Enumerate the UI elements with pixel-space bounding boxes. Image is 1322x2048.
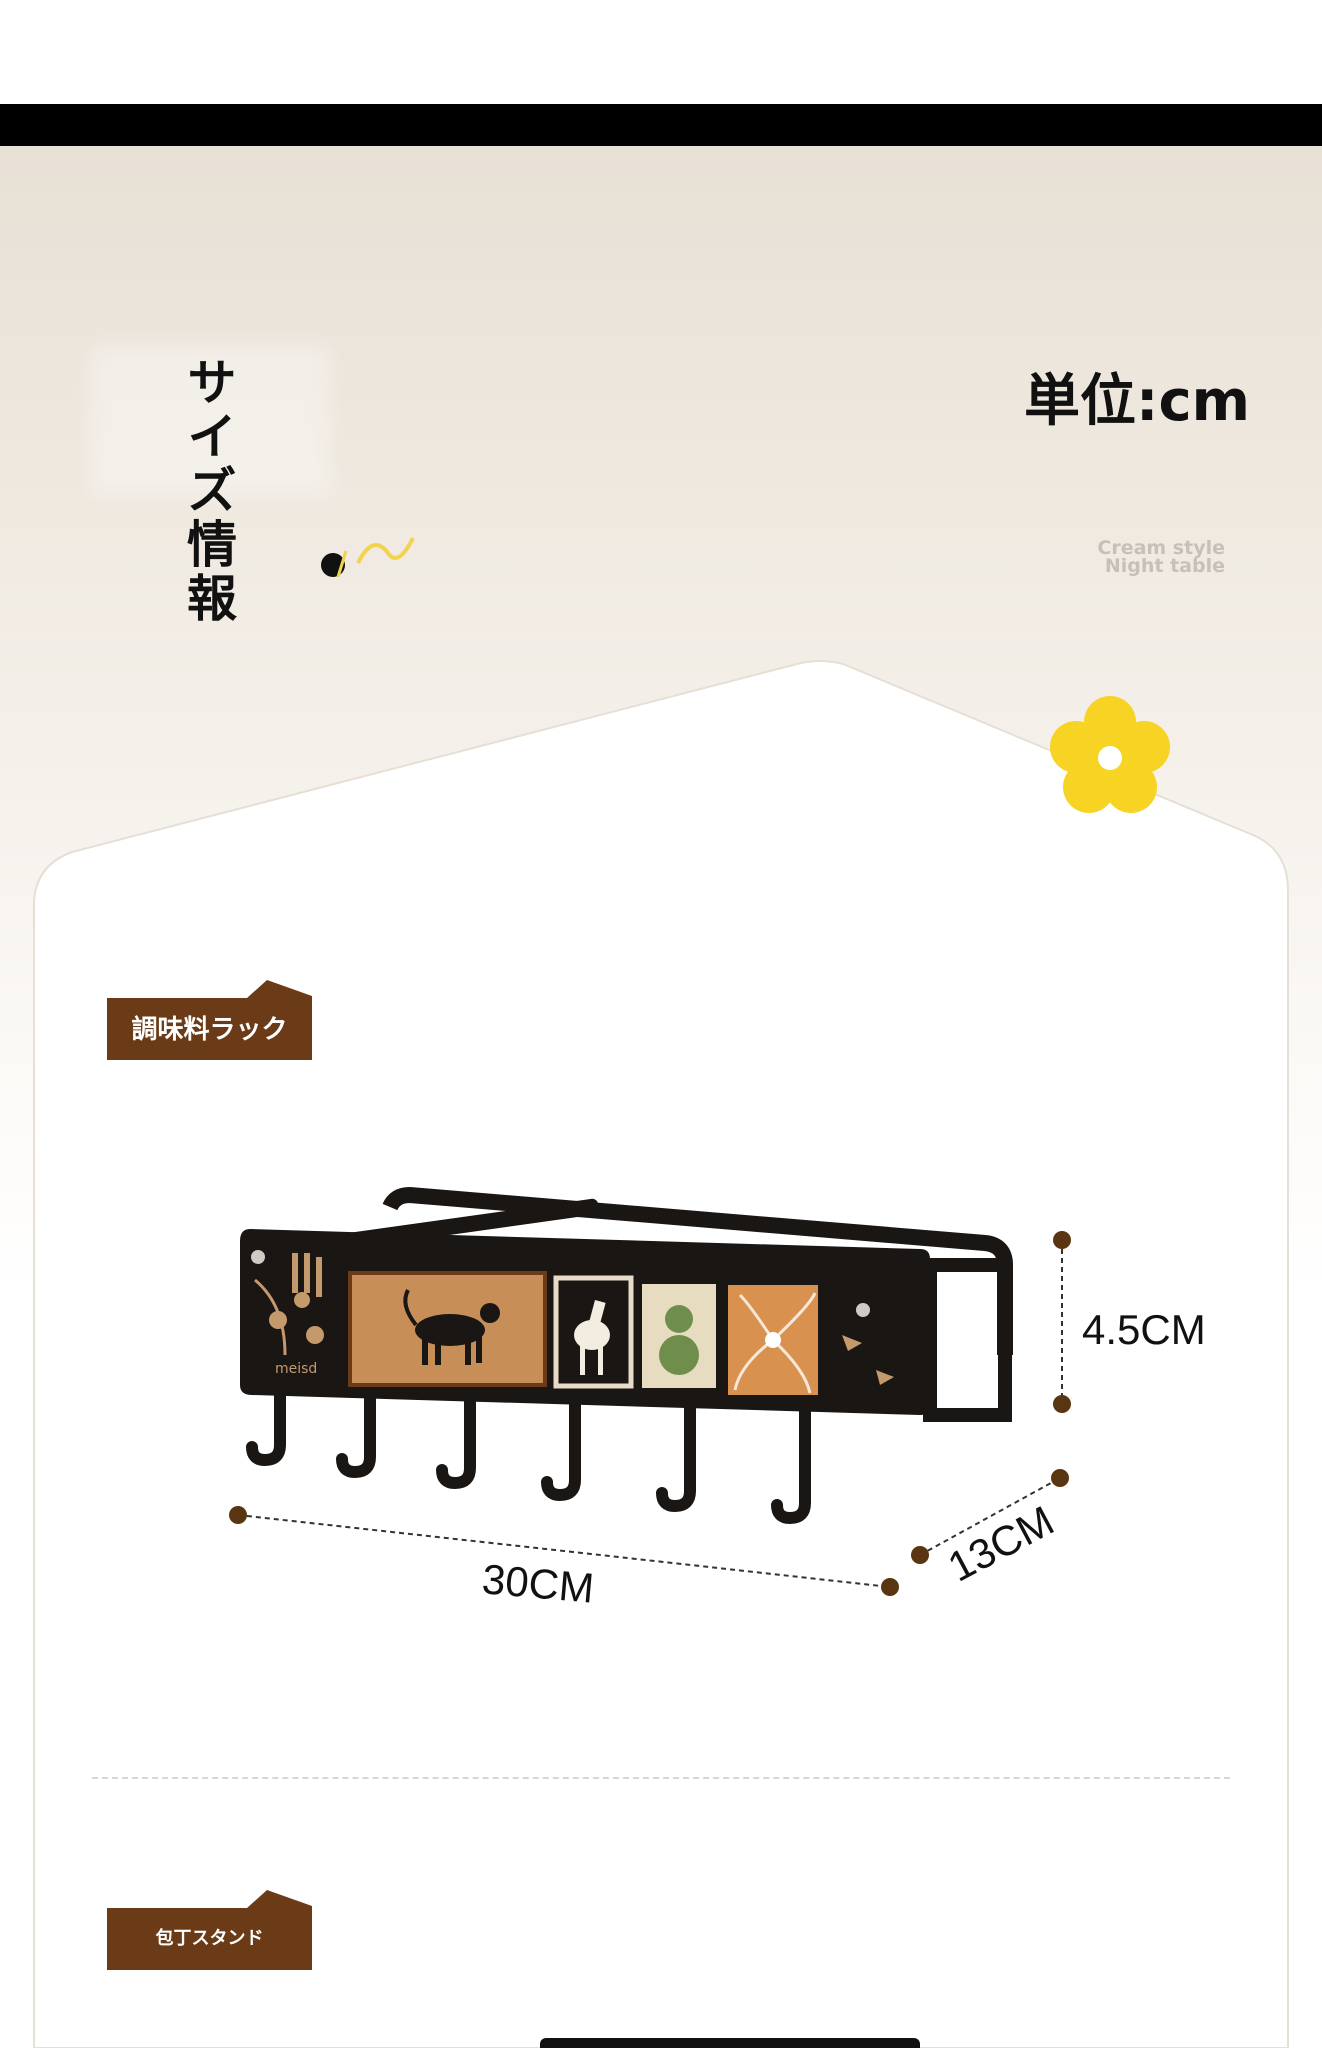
spice-rack-illustration: meisd (240, 1186, 1013, 1525)
tagline-line-1: Cream style (1097, 537, 1225, 559)
section-label-tab-2: 包丁スタンド (107, 1890, 312, 1970)
decorative-blur (90, 345, 330, 495)
label-tab-shape-2 (107, 1890, 312, 1970)
width-dimension: 30CM (480, 1555, 596, 1612)
section-divider (92, 1777, 1230, 1779)
section-label-2: 包丁スタンド (155, 1928, 264, 1949)
top-margin (0, 0, 1322, 104)
height-dimension: 4.5CM (1082, 1306, 1206, 1353)
script-flourish-icon (321, 537, 415, 578)
top-black-bar (0, 104, 1322, 146)
tagline: Cream style Night table (1010, 537, 1225, 577)
label-tab-shape (107, 980, 312, 1060)
page-title: サイズ情報 (179, 356, 237, 626)
flower-icon (1050, 696, 1170, 813)
section-label: 調味料ラック (131, 1015, 288, 1045)
tagline-line-2: Night table (1104, 555, 1225, 577)
knife-stand-top-edge (540, 2038, 920, 2048)
unit-label: 単位:cm (1024, 369, 1250, 434)
section-label-tab: 調味料ラック (107, 980, 312, 1060)
brand-mark: meisd (275, 1361, 317, 1377)
